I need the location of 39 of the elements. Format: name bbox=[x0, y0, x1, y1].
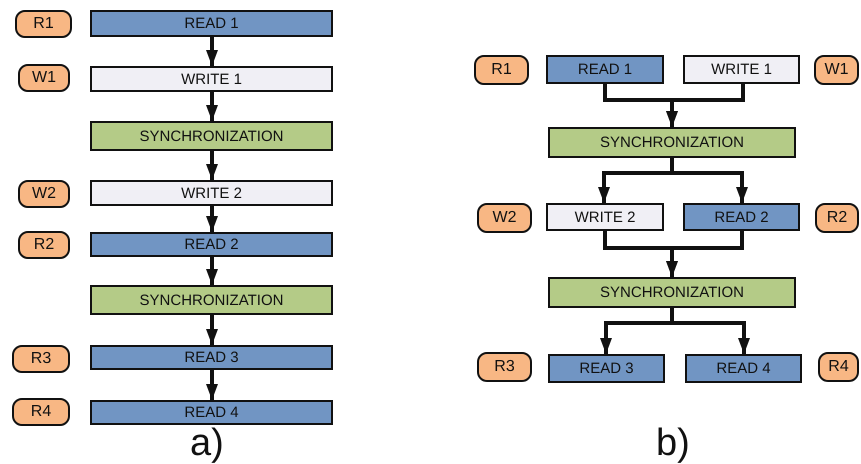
label-tag: R1 bbox=[474, 55, 529, 85]
sync-box: SYNCHRONIZATION bbox=[90, 121, 333, 151]
sync-box: SYNCHRONIZATION bbox=[90, 285, 333, 315]
arrow bbox=[206, 92, 218, 121]
label-tag: W2 bbox=[18, 180, 70, 208]
arrow bbox=[206, 257, 218, 285]
write-box: WRITE 1 bbox=[683, 55, 800, 84]
arrow bbox=[206, 315, 218, 345]
read-box: READ 2 bbox=[90, 232, 333, 257]
label-tag: R2 bbox=[815, 203, 859, 233]
arrow bbox=[666, 231, 744, 277]
label-tag: R3 bbox=[12, 345, 70, 373]
read-box: READ 1 bbox=[90, 10, 333, 37]
read-box: READ 2 bbox=[683, 203, 800, 231]
write-box: WRITE 2 bbox=[90, 180, 333, 206]
label-tag: R4 bbox=[818, 352, 859, 382]
read-box: READ 4 bbox=[685, 354, 802, 383]
sync-box: SYNCHRONIZATION bbox=[548, 127, 796, 158]
arrow bbox=[206, 37, 218, 66]
arrow bbox=[206, 370, 218, 400]
label-tag: W2 bbox=[477, 203, 532, 233]
write-box: WRITE 2 bbox=[546, 203, 664, 231]
read-box: READ 3 bbox=[548, 354, 665, 383]
label-tag: R2 bbox=[18, 231, 70, 259]
panel-label: a) bbox=[190, 424, 224, 462]
write-box: WRITE 1 bbox=[90, 66, 333, 92]
label-tag: W1 bbox=[814, 55, 859, 85]
read-box: READ 3 bbox=[90, 345, 333, 370]
sync-box: SYNCHRONIZATION bbox=[548, 277, 796, 308]
arrow bbox=[206, 206, 218, 232]
panel-label: b) bbox=[656, 424, 690, 462]
label-tag: R1 bbox=[15, 10, 72, 38]
label-tag: R4 bbox=[12, 398, 70, 426]
arrow bbox=[206, 151, 218, 180]
label-tag: R3 bbox=[477, 352, 532, 382]
read-box: READ 1 bbox=[546, 55, 664, 84]
read-box: READ 4 bbox=[90, 400, 333, 425]
arrow bbox=[666, 84, 745, 127]
label-tag: W1 bbox=[18, 64, 70, 92]
